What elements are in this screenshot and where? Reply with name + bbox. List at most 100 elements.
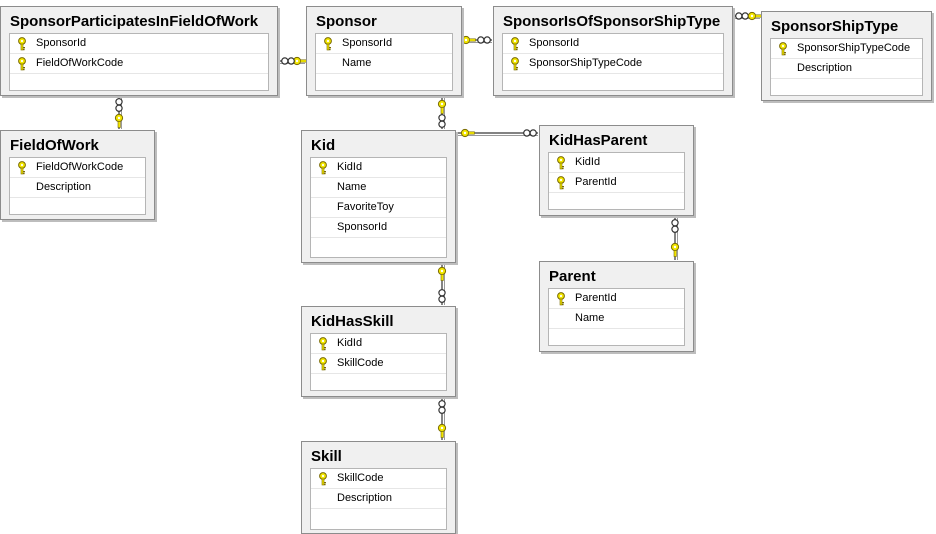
column-row[interactable]: FieldOfWorkCode — [10, 54, 268, 74]
column-row[interactable]: SkillCode — [311, 469, 446, 489]
infinity-icon — [438, 400, 446, 414]
column-name: SponsorId — [342, 37, 393, 49]
column-name: SponsorId — [36, 37, 87, 49]
key-icon — [461, 35, 476, 45]
key-icon — [778, 42, 788, 56]
column-row[interactable]: KidId — [311, 158, 446, 178]
column-name: KidId — [337, 161, 363, 173]
column-row[interactable]: SponsorId — [10, 34, 268, 54]
column-row[interactable]: ParentId — [549, 289, 684, 309]
key-icon — [17, 57, 27, 71]
key-icon — [17, 37, 27, 51]
infinity-icon — [735, 12, 749, 20]
column-row[interactable]: Name — [316, 54, 452, 74]
key-icon — [460, 128, 475, 138]
column-row-empty — [10, 74, 268, 94]
table-sponsor-participates-in-field-of-work[interactable]: SponsorParticipatesInFieldOfWork Sponsor… — [0, 6, 278, 96]
column-name: Description — [36, 181, 92, 193]
column-row[interactable]: Name — [311, 178, 446, 198]
infinity-icon — [477, 36, 491, 44]
column-name: Name — [337, 181, 367, 193]
column-row[interactable]: ParentId — [549, 173, 684, 193]
table-title: KidHasParent — [549, 132, 648, 149]
column-row[interactable]: Description — [311, 489, 446, 509]
column-row[interactable]: KidId — [311, 334, 446, 354]
table-title: SponsorIsOfSponsorShipType — [503, 13, 721, 30]
key-icon — [17, 161, 27, 175]
column-name: KidId — [575, 156, 601, 168]
column-row-empty — [311, 509, 446, 529]
column-row[interactable]: SkillCode — [311, 354, 446, 374]
column-name: ParentId — [575, 176, 617, 188]
column-row[interactable]: Description — [771, 59, 922, 79]
column-row[interactable]: SponsorId — [316, 34, 452, 54]
column-row[interactable]: FieldOfWorkCode — [10, 158, 145, 178]
table-title: Skill — [311, 448, 342, 465]
table-title: Kid — [311, 137, 336, 154]
column-row[interactable]: Name — [549, 309, 684, 329]
key-icon — [556, 176, 566, 190]
table-title: SponsorShipType — [771, 18, 899, 35]
column-name: ParentId — [575, 292, 617, 304]
table-title: KidHasSkill — [311, 313, 394, 330]
key-icon — [114, 113, 124, 128]
column-name: FieldOfWorkCode — [36, 161, 124, 173]
column-name: SponsorId — [529, 37, 580, 49]
key-icon — [670, 242, 680, 257]
key-icon — [437, 423, 447, 438]
column-row[interactable]: SponsorId — [311, 218, 446, 238]
column-name: SponsorShipTypeCode — [529, 57, 643, 69]
column-name: Name — [575, 312, 605, 324]
column-name: KidId — [337, 337, 363, 349]
key-icon — [318, 337, 328, 351]
table-title: Sponsor — [316, 13, 377, 30]
column-row[interactable]: SponsorShipTypeCode — [503, 54, 723, 74]
table-title: Parent — [549, 268, 596, 285]
infinity-icon — [115, 98, 123, 112]
infinity-icon — [438, 289, 446, 303]
key-icon — [747, 11, 762, 21]
infinity-icon — [671, 219, 679, 233]
column-row-empty — [549, 329, 684, 349]
column-name: SkillCode — [337, 357, 384, 369]
column-name: FavoriteToy — [337, 201, 394, 213]
key-icon — [510, 37, 520, 51]
column-row-empty — [10, 198, 145, 218]
column-row[interactable]: Description — [10, 178, 145, 198]
column-name: Name — [342, 57, 372, 69]
infinity-icon — [523, 129, 537, 137]
column-name: SponsorId — [337, 221, 388, 233]
column-row[interactable]: SponsorShipTypeCode — [771, 39, 922, 59]
column-name: FieldOfWorkCode — [36, 57, 124, 69]
column-name: SponsorShipTypeCode — [797, 42, 911, 54]
key-icon — [556, 292, 566, 306]
column-row[interactable]: KidId — [549, 153, 684, 173]
column-row[interactable]: SponsorId — [503, 34, 723, 54]
infinity-icon — [281, 57, 295, 65]
key-icon — [318, 161, 328, 175]
infinity-icon — [438, 114, 446, 128]
key-icon — [437, 99, 447, 114]
table-title: FieldOfWork — [10, 137, 99, 154]
column-row-empty — [549, 193, 684, 213]
column-row-empty — [311, 238, 446, 258]
column-row[interactable]: FavoriteToy — [311, 198, 446, 218]
column-name: SkillCode — [337, 472, 384, 484]
key-icon — [510, 57, 520, 71]
